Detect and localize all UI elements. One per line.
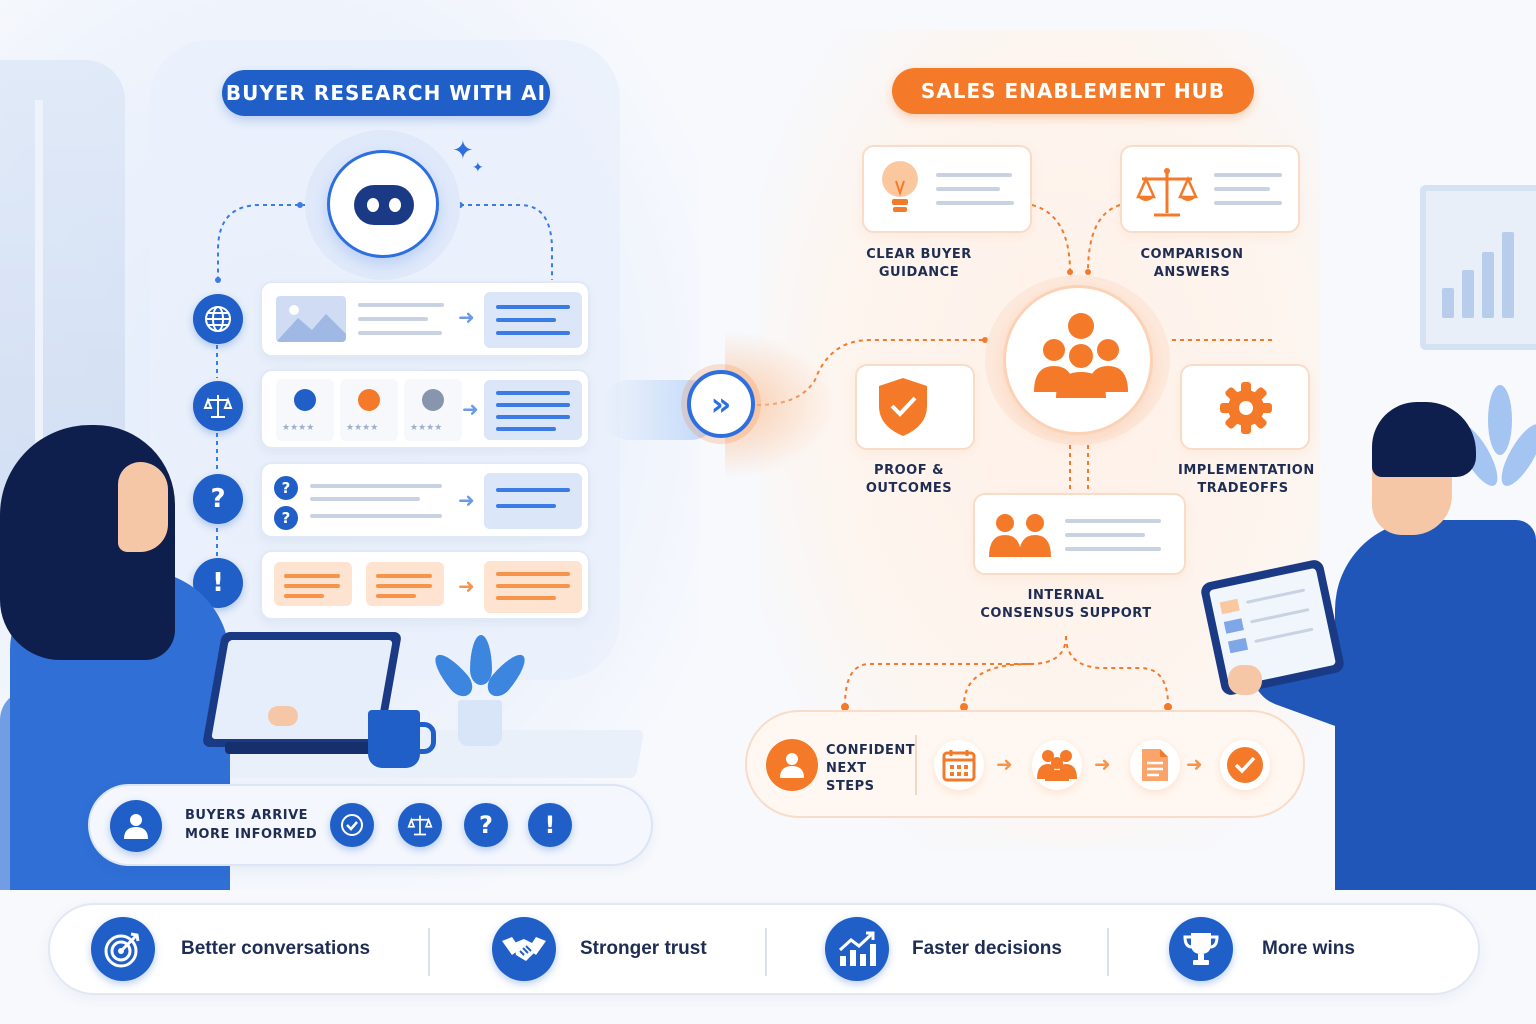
sales-hub-title: SALES ENABLEMENT HUB bbox=[892, 68, 1254, 114]
benefit-label: Stronger trust bbox=[580, 938, 707, 959]
option-card: ★★★★ bbox=[340, 379, 398, 441]
trophy-icon bbox=[1169, 917, 1233, 981]
benefit-label: Better conversations bbox=[181, 938, 371, 959]
research-card-questions: ? ? ➜ bbox=[260, 462, 590, 538]
user-icon bbox=[110, 800, 162, 852]
plant-pot bbox=[458, 700, 502, 746]
plant-leaf bbox=[1488, 385, 1512, 455]
arrow-icon: ➜ bbox=[996, 752, 1013, 776]
rating-stars: ★★★★ bbox=[410, 423, 443, 433]
option-card: ★★★★ bbox=[404, 379, 462, 441]
scale-icon bbox=[193, 381, 243, 431]
next-steps-label: CONFIDENT NEXT STEPS bbox=[826, 743, 916, 794]
check-icon bbox=[1220, 740, 1270, 790]
calendar-icon bbox=[934, 740, 984, 790]
scale-icon bbox=[1136, 165, 1198, 219]
gear-icon bbox=[1220, 382, 1272, 434]
research-card-image: ➜ bbox=[260, 281, 590, 357]
image-icon bbox=[276, 296, 346, 342]
people-icon bbox=[1032, 740, 1082, 790]
question-icon: ? bbox=[274, 506, 298, 530]
team-hub-icon bbox=[1003, 285, 1153, 435]
sparkle-small-icon: ✦ bbox=[472, 160, 484, 176]
exclamation-icon: ! bbox=[528, 803, 572, 847]
next-steps-bar bbox=[745, 710, 1305, 818]
laptop-base bbox=[225, 742, 375, 754]
question-icon: ? bbox=[193, 474, 243, 524]
lightbulb-icon bbox=[878, 159, 922, 219]
implementation-card bbox=[1180, 364, 1310, 450]
divider bbox=[765, 928, 767, 976]
globe-icon bbox=[193, 294, 243, 344]
check-icon bbox=[330, 803, 374, 847]
question-icon: ? bbox=[464, 803, 508, 847]
buyer-face bbox=[118, 462, 168, 552]
comparison-card bbox=[1120, 145, 1300, 233]
people-icon bbox=[989, 513, 1051, 557]
growth-chart-icon bbox=[825, 917, 889, 981]
benefit-label: Faster decisions bbox=[912, 938, 1062, 959]
implementation-caption: IMPLEMENTATION TRADEOFFS bbox=[1178, 463, 1315, 496]
document-icon bbox=[1130, 740, 1180, 790]
consensus-caption: INTERNAL CONSENSUS SUPPORT bbox=[980, 588, 1152, 621]
buyer-hand bbox=[268, 706, 298, 726]
wall-chart bbox=[1420, 185, 1536, 350]
divider bbox=[915, 735, 917, 795]
rating-stars: ★★★★ bbox=[282, 423, 315, 433]
sparkle-icon: ✦ bbox=[452, 136, 474, 166]
sales-person-hair bbox=[1372, 402, 1476, 477]
consensus-card bbox=[973, 493, 1186, 575]
handshake-icon bbox=[492, 917, 556, 981]
proof-caption: PROOF & OUTCOMES bbox=[865, 463, 953, 496]
arrow-icon: ➜ bbox=[1186, 752, 1203, 776]
guidance-card bbox=[862, 145, 1032, 233]
rating-stars: ★★★★ bbox=[346, 423, 379, 433]
mug-icon bbox=[368, 710, 436, 768]
sales-person-hand bbox=[1228, 665, 1262, 695]
research-card-answers: ➜ bbox=[260, 550, 590, 620]
divider bbox=[1107, 928, 1109, 976]
benefit-label: More wins bbox=[1262, 938, 1355, 959]
forward-chevrons-icon: » bbox=[687, 370, 755, 438]
plant-leaf bbox=[470, 635, 492, 685]
option-card: ★★★★ bbox=[276, 379, 334, 441]
research-card-comparison: ★★★★ ★★★★ ★★★★ ➜ bbox=[260, 369, 590, 449]
comparison-caption: COMPARISON ANSWERS bbox=[1140, 247, 1244, 280]
user-icon bbox=[766, 739, 818, 791]
shield-check-icon bbox=[877, 376, 929, 438]
arrow-icon: ➜ bbox=[1094, 752, 1111, 776]
benefits-bar bbox=[48, 903, 1480, 995]
ai-robot-icon bbox=[327, 150, 439, 258]
divider bbox=[428, 928, 430, 976]
question-icon: ? bbox=[274, 476, 298, 500]
proof-card bbox=[855, 364, 975, 450]
guidance-caption: CLEAR BUYER GUIDANCE bbox=[866, 247, 972, 280]
scale-icon bbox=[398, 803, 442, 847]
buyers-informed-label: BUYERS ARRIVE MORE INFORMED bbox=[185, 808, 318, 842]
buyer-research-title: BUYER RESEARCH WITH AI bbox=[222, 70, 550, 116]
target-icon bbox=[91, 917, 155, 981]
